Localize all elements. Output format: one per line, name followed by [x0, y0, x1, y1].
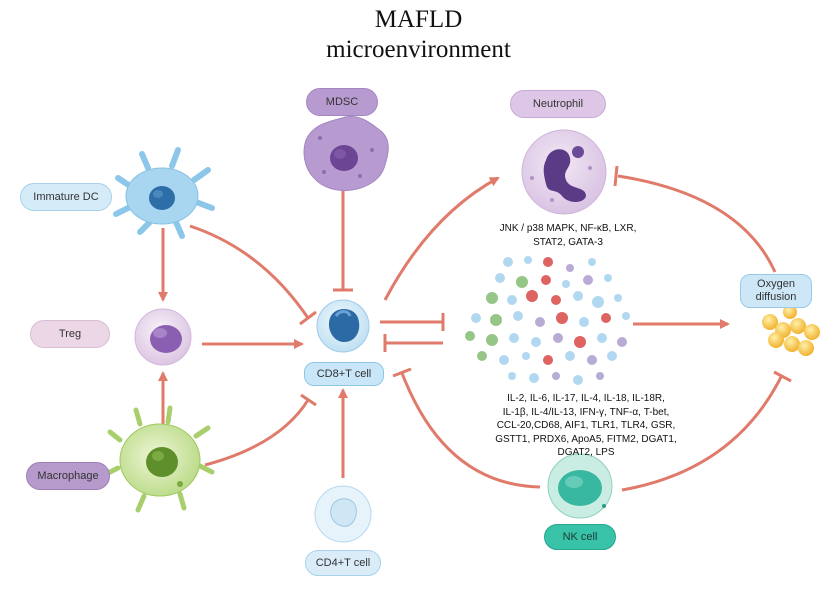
cytokine-particle [535, 317, 545, 327]
cytokine-particle [499, 355, 509, 365]
cytokine-particle [614, 294, 622, 302]
cytokine-particle [579, 317, 589, 327]
immature-dc-label: Immature DC [20, 183, 112, 211]
cytokine-particle [495, 273, 505, 283]
cytokine-particle [592, 296, 604, 308]
cytokine-particle [507, 295, 517, 305]
cytokine-particle [551, 295, 561, 305]
cytokine-particle [508, 372, 516, 380]
cytokine-particle [543, 257, 553, 267]
immature-dc-cell [113, 147, 215, 239]
cytokine-particle [524, 256, 532, 264]
cytokine-particle [552, 372, 560, 380]
cytokine-particle [516, 276, 528, 288]
cytokine-particle [566, 264, 574, 272]
cytokine-particle [622, 312, 630, 320]
pathways-line-1: JNK / p38 MAPK, NF-κB, LXR, [499, 223, 637, 234]
pathways-text: JNK / p38 MAPK, NF-κB, LXR, STAT2, GATA-… [480, 222, 656, 249]
inhibit-macrophage-bar [300, 393, 317, 407]
cytokine-particle [617, 337, 627, 347]
cytokine-particle [556, 312, 568, 324]
inhibit-oxygen-bar [773, 370, 792, 383]
cytokine-particle [490, 314, 502, 326]
neutrophil-cell [521, 129, 607, 215]
oxygen-molecules [762, 305, 820, 356]
cytokine-particle [574, 336, 586, 348]
cytokine-particle [596, 372, 604, 380]
treg-cell [134, 308, 192, 366]
inhibit-nk-to-oxygen [621, 374, 784, 492]
mediators-text: IL-2, IL-6, IL-17, IL-4, IL-18, IL-18R, … [486, 392, 686, 460]
inhibit-macrophage-to-cd8 [204, 399, 310, 467]
cd8-t-cell [316, 299, 370, 353]
mediators-line-5: DGAT2, LPS [557, 447, 615, 458]
cytokine-particle [477, 351, 487, 361]
cytokine-particle [597, 333, 607, 343]
cytokine-particle [509, 333, 519, 343]
inhibit-oxygen-to-neutrophil [617, 174, 777, 273]
cytokine-particle [553, 333, 563, 343]
macrophage-cell [103, 405, 215, 513]
mediators-line-3: CCL-20,CD68, AIF1, TLR1, TLR4, GSR, [496, 420, 676, 431]
cd4-t-cell [314, 485, 372, 543]
cytokine-particle [503, 257, 513, 267]
cytokine-particle [583, 275, 593, 285]
cd4-label: CD4+T cell [305, 550, 381, 576]
inhibit-nk-to-cd8 [400, 372, 541, 489]
nk-cell [547, 453, 613, 519]
cytokine-particle [471, 313, 481, 323]
cytokine-particle [531, 337, 541, 347]
mediators-line-4: GSTT1, PRDX6, ApoA5, FITM2, DGAT1, [495, 433, 677, 445]
mdsc-cell [303, 116, 389, 191]
mediators-line-1: IL-2, IL-6, IL-17, IL-4, IL-18, IL-18R, [507, 393, 665, 404]
oxygen-label: Oxygen diffusion [740, 274, 812, 308]
cytokine-particle [573, 291, 583, 301]
mdsc-label: MDSC [306, 88, 378, 116]
cytokine-particle [604, 274, 612, 282]
title-line-2: microenvironment [326, 36, 511, 63]
inhibit-dc-to-cd8 [189, 224, 310, 319]
arrow-cd8-to-neutrophil [383, 176, 500, 301]
cytokine-particle [513, 311, 523, 321]
cytokine-particle [607, 351, 617, 361]
treg-label: Treg [30, 320, 110, 348]
mediators-line-2: IL-1β, IL-4/IL-13, IFN-γ, TNF-α, T-bet, [502, 406, 670, 418]
pathways-line-2: STAT2, GATA-3 [533, 236, 603, 248]
cytokine-particles [465, 256, 630, 385]
cytokine-particle [588, 258, 596, 266]
cytokine-particle [587, 355, 597, 365]
cytokine-particle [522, 352, 530, 360]
inhibit-dc-bar [299, 310, 317, 326]
cytokine-particle [529, 373, 539, 383]
inhibit-cd8-bar-nk [392, 367, 412, 378]
title-line-1: MAFLD [374, 6, 463, 33]
nk-label: NK cell [544, 524, 616, 550]
inhibit-neutrophil-bar [613, 165, 619, 187]
cytokine-particle [541, 275, 551, 285]
cytokine-particle [601, 313, 611, 323]
cytokine-particle [465, 331, 475, 341]
macrophage-label: Macrophage [26, 462, 110, 490]
cytokine-particle [573, 375, 583, 385]
cytokine-particle [543, 355, 553, 365]
cytokine-particle [565, 351, 575, 361]
neutrophil-label: Neutrophil [510, 90, 606, 118]
cytokine-particle [526, 290, 538, 302]
cytokine-particle [486, 334, 498, 346]
cytokine-particle [486, 292, 498, 304]
cd8-label: CD8+T cell [304, 362, 384, 386]
cytokine-particle [562, 280, 570, 288]
